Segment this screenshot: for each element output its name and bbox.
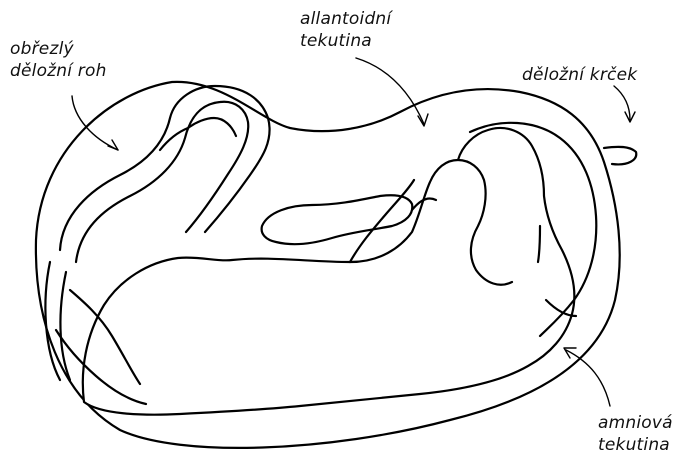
- label-allantoic-line1: allantoidní: [300, 8, 391, 30]
- allantoic-pocket-horn: [160, 118, 236, 150]
- arrow-horn: [72, 96, 118, 150]
- label-allantoic-line2: tekutina: [300, 30, 391, 52]
- foal-foreleg-upper: [262, 195, 413, 244]
- arrow-cervix: [614, 86, 630, 120]
- left-inner-wall-2: [60, 272, 70, 380]
- cervix-nub: [604, 147, 636, 165]
- label-horn-line2: děložní roh: [10, 60, 107, 82]
- arrow-allantoic: [356, 58, 424, 124]
- foal-body: [83, 128, 575, 415]
- label-horn: obřezlý děložní roh: [10, 38, 107, 82]
- label-cervix-line1: děložní krček: [522, 64, 637, 86]
- horn-lining-inner: [76, 102, 248, 262]
- label-cervix: děložní krček: [522, 64, 637, 86]
- arrow-amniotic: [566, 350, 610, 406]
- label-amniotic-line1: amniová: [598, 412, 673, 434]
- label-allantoic: allantoidní tekutina: [300, 8, 391, 52]
- label-amniotic: amniová tekutina: [598, 412, 673, 456]
- label-amniotic-line2: tekutina: [598, 434, 673, 456]
- label-horn-line1: obřezlý: [10, 38, 107, 60]
- left-inner-wall: [45, 262, 60, 380]
